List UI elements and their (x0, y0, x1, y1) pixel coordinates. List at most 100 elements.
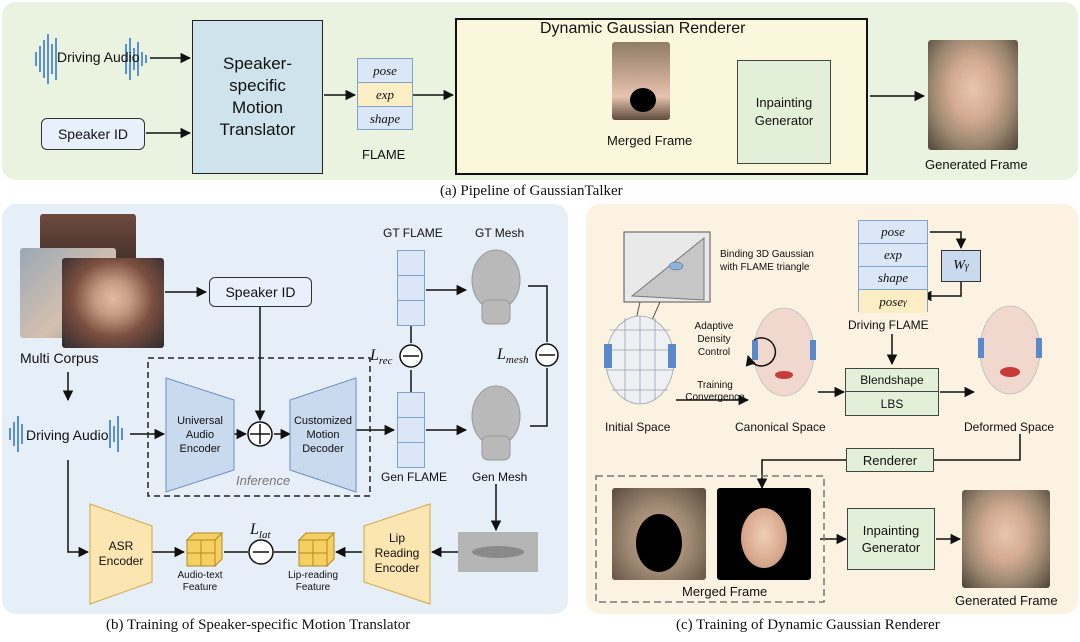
merged-frame-label-c: Merged Frame (682, 584, 768, 599)
motion-decoder-shape (289, 377, 357, 493)
canonical-space-label: Canonical Space (735, 420, 826, 434)
inpainting-generator-box-c: Inpainting Generator (847, 508, 935, 570)
gt-flame-cell (398, 251, 424, 276)
speaker-id-box-a: Speaker ID (41, 118, 145, 150)
rendered-face-image (717, 488, 811, 580)
gt-flame-cell (398, 301, 424, 325)
l-lat-symbol: L (250, 521, 259, 538)
adaptive-line: Density (697, 334, 731, 345)
generated-frame-face-c (962, 490, 1050, 588)
adaptive-line: Control (697, 347, 731, 358)
driving-flame-label: Driving FLAME (848, 318, 929, 332)
driving-flame-row-shape: shape (859, 267, 927, 290)
universal-encoder-line: Audio (185, 429, 215, 441)
universal-encoder-line: Encoder (179, 443, 221, 455)
universal-encoder-line: Universal (177, 415, 223, 427)
w-gamma-symbol: W (953, 258, 965, 273)
motion-translator-line: Motion (231, 98, 284, 117)
gt-mesh-head (471, 249, 521, 325)
motion-translator-line: specific (229, 76, 286, 95)
gen-mesh-head (471, 385, 521, 461)
training-line: Training (697, 380, 733, 391)
asr-line: Encoder (98, 554, 144, 568)
lip-encoder-shape (363, 503, 431, 605)
l-rec-symbol: L (370, 347, 379, 364)
initial-space-label: Initial Space (605, 420, 671, 434)
renderer-title: Dynamic Gaussian Renderer (540, 20, 746, 37)
generated-frame-label-a: Generated Frame (925, 157, 1028, 172)
l-lat-label: Llat (250, 521, 271, 541)
lip-reading-feature-label: Lip-reading Feature (280, 570, 346, 594)
driving-flame-row-exp: exp (859, 244, 927, 267)
binding-line: with FLAME triangle (720, 262, 810, 273)
training-convergence-label: Training Convergence (680, 380, 750, 404)
motion-decoder-line: Motion (306, 429, 340, 441)
inpainting-line-c: Inpainting (862, 523, 920, 538)
flame-row-exp: exp (358, 83, 412, 107)
generated-frame-face-a (928, 40, 1018, 150)
gen-flame-cell (398, 418, 424, 443)
inpainting-line: Inpainting (755, 95, 813, 110)
motion-decoder-label: Customized Motion Decoder (288, 400, 358, 470)
flame-row-shape: shape (369, 111, 401, 126)
motion-decoder-line: Customized (293, 415, 353, 427)
asr-encoder-shape (89, 503, 153, 605)
binding-note: Binding 3D Gaussian with FLAME triangle (720, 248, 814, 274)
caption-a: (a) Pipeline of GaussianTalker (440, 183, 623, 199)
motion-decoder-line: Decoder (302, 443, 344, 455)
gt-flame-cell (398, 276, 424, 301)
audio-text-feature-cube (185, 531, 224, 568)
adaptive-density-label: Adaptive Density Control (684, 320, 744, 359)
merged-frame-box-c (595, 475, 825, 603)
waveform-icon-b (9, 416, 123, 452)
lip-feature-line: Lip-reading (287, 570, 339, 581)
driving-flame-row-pose: pose (859, 221, 927, 244)
lbs-label: LBS (880, 396, 904, 411)
driving-audio-label-a: Driving Audio (57, 49, 140, 65)
caption-c: (c) Training of Dynamic Gaussian Rendere… (676, 617, 940, 633)
merged-frame-label-a: Merged Frame (607, 133, 693, 148)
lip-encoder-line: Reading (374, 545, 420, 560)
l-rec-label: Lrec (370, 347, 393, 367)
training-line: Convergence (685, 392, 745, 403)
audio-text-line: Audio-text (177, 570, 223, 581)
inference-label: Inference (236, 473, 291, 488)
l-mesh-label: Lmesh (497, 346, 529, 366)
caption-b: (b) Training of Speaker-specific Motion … (106, 617, 411, 633)
adaptive-line: Adaptive (694, 321, 734, 332)
renderer-box-c: Renderer (846, 448, 934, 472)
l-mesh-subscript: mesh (505, 354, 529, 367)
initial-space-mesh (604, 315, 676, 405)
merged-frame-face-a (612, 42, 670, 120)
flame-label-a: FLAME (362, 147, 406, 162)
lip-reading-feature-cube (297, 531, 336, 568)
l-lat-subscript: lat (258, 529, 271, 542)
inpainting-line-c: Generator (861, 540, 921, 555)
multi-corpus-label: Multi Corpus (20, 350, 99, 366)
lip-encoder-line: Lip (388, 530, 405, 545)
l-mesh-symbol: L (497, 346, 506, 363)
gen-flame-cell (398, 443, 424, 467)
asr-encoder-label: ASR Encoder (90, 526, 152, 582)
gen-flame-cell (398, 393, 424, 418)
speaker-id-label-b: Speaker ID (225, 284, 296, 300)
lip-encoder-label: Lip Reading Encoder (364, 520, 430, 586)
universal-encoder-shape (165, 377, 235, 493)
universal-encoder-label: Universal Audio Encoder (166, 400, 234, 470)
blend-lbs-box: Blendshape LBS (845, 368, 939, 416)
waveform-icon-a (35, 34, 147, 84)
gt-flame-label: GT FLAME (383, 226, 443, 240)
gt-flame-stack (397, 250, 425, 326)
audio-text-feature-label: Audio-text Feature (170, 570, 230, 594)
asr-line: ASR (108, 539, 134, 553)
corpus-image-front (62, 258, 164, 348)
canonical-space-head (752, 307, 816, 397)
inference-box (147, 357, 371, 497)
inpainting-generator-box-a: Inpainting Generator (737, 60, 831, 164)
motion-translator-line: Speaker- (223, 54, 292, 73)
renderer-label-c: Renderer (862, 452, 918, 468)
